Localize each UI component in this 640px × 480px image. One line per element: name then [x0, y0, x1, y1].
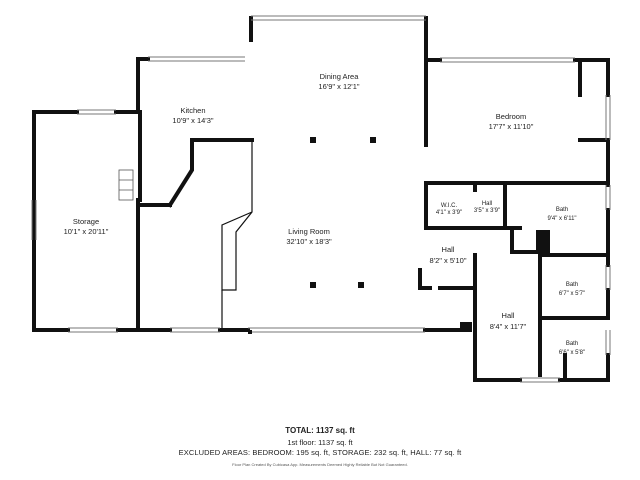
bedroom-dims: 17'7" x 11'10": [489, 122, 534, 131]
storage-dims: 10'1" x 20'11": [64, 227, 109, 236]
bedroom-name: Bedroom: [496, 112, 526, 121]
living-name: Living Room: [288, 227, 330, 236]
windows: [31, 15, 611, 383]
bath3-name: Bath: [566, 341, 578, 347]
counter-wall: [221, 140, 253, 328]
credit-note: Floor Plan Created By Cubicasa App. Meas…: [232, 462, 408, 467]
lower-hall-name: Hall: [502, 311, 515, 320]
small-hall-dims: 3'5" x 3'9": [474, 208, 500, 214]
bath2-dims: 6'7" x 5'7": [559, 291, 585, 297]
walls: [32, 16, 610, 382]
storage-name: Storage: [73, 217, 99, 226]
excluded-areas: EXCLUDED AREAS: BEDROOM: 195 sq. ft, STO…: [178, 448, 462, 457]
mid-hall-dims: 8'2" x 5'10": [430, 256, 467, 265]
wic-name: W.I.C.: [441, 203, 458, 209]
bath1-dims: 9'4" x 6'11": [547, 216, 576, 222]
columns: [248, 137, 550, 334]
dining-dims: 16'9" x 12'1": [318, 82, 359, 91]
kitchen-name: Kitchen: [180, 106, 205, 115]
small-hall-name: Hall: [482, 201, 492, 207]
bath3-dims: 6'6" x 5'8": [559, 350, 585, 356]
bath1-name: Bath: [556, 207, 568, 213]
floor-area: 1st floor: 1137 sq. ft: [287, 438, 353, 447]
floor-plan: Dining Area 16'9" x 12'1" Kitchen 10'9" …: [31, 15, 611, 383]
bath2-name: Bath: [566, 282, 578, 288]
mid-hall-name: Hall: [442, 245, 455, 254]
living-dims: 32'10" x 18'3": [286, 237, 332, 246]
stairs-icon: [118, 169, 134, 201]
lower-hall-dims: 8'4" x 11'7": [490, 322, 527, 331]
wic-dims: 4'1" x 3'9": [436, 210, 462, 216]
kitchen-dims: 10'9" x 14'3": [172, 116, 213, 125]
room-labels: Dining Area 16'9" x 12'1" Kitchen 10'9" …: [64, 72, 585, 356]
total-area: TOTAL: 1137 sq. ft: [285, 426, 355, 435]
dining-name: Dining Area: [320, 72, 360, 81]
